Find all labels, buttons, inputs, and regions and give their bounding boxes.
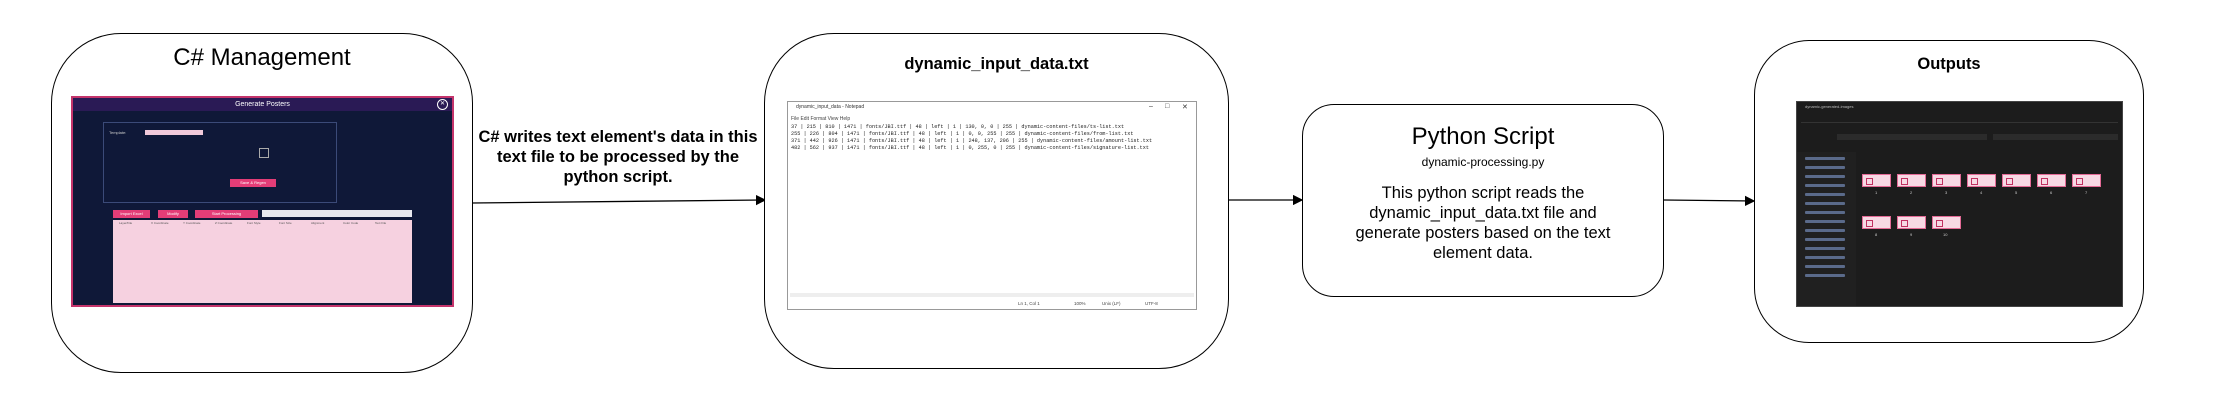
python-filename: dynamic-processing.py: [1421, 155, 1545, 169]
sidebar-item[interactable]: [1805, 274, 1845, 277]
sidebar-item[interactable]: [1805, 166, 1845, 169]
outputs-title: Outputs: [1917, 55, 1981, 73]
thumbnail-label: 10: [1943, 232, 1948, 237]
explorer-title: dynamic-generated-images: [1805, 104, 1854, 109]
image-thumbnail[interactable]: [1932, 174, 1961, 187]
text-line: 255 | 226 | 804 | 1471 | fonts/JBI.ttf |…: [791, 131, 1134, 137]
save-regen-button[interactable]: Save & Regen: [230, 179, 276, 187]
explorer-toolbar[interactable]: [1801, 116, 2118, 123]
image-thumbnail[interactable]: [1967, 174, 1996, 187]
edge-label: C# writes text element's data in this te…: [478, 128, 758, 186]
cs-management-title: C# Management: [173, 44, 351, 71]
grid-header: Alignment: [311, 221, 325, 225]
start-processing-button[interactable]: Start Processing: [195, 210, 258, 218]
grid-header: Font Style: [247, 221, 261, 225]
thumbnail-label: 2: [1910, 190, 1913, 195]
import-excel-button[interactable]: Import Excel: [113, 210, 150, 218]
python-script-box: Python Script dynamic-processing.py This…: [1302, 104, 1664, 297]
sidebar-item[interactable]: [1805, 220, 1845, 223]
cs-window-titlebar: Generate Posters: [73, 98, 452, 111]
grid-header: Y Coordinate: [183, 221, 201, 225]
path-input[interactable]: [262, 210, 412, 217]
horizontal-scrollbar[interactable]: [790, 293, 1194, 297]
explorer-window: dynamic-generated-images 1 2 3 4 5 6 7 8…: [1796, 101, 2123, 307]
text-line: 371 | 442 | 926 | 1471 | fonts/JBI.ttf |…: [791, 138, 1153, 144]
thumbnail-label: 6: [2050, 190, 2053, 195]
address-bar[interactable]: [1837, 134, 1987, 140]
modify-button[interactable]: Modify: [158, 210, 188, 218]
notepad-title: dynamic_input_data - Notepad: [796, 104, 865, 110]
image-thumbnail[interactable]: [1932, 216, 1961, 229]
status-zoom: 100%: [1074, 301, 1086, 306]
sidebar-item[interactable]: [1805, 247, 1845, 250]
sidebar-item[interactable]: [1805, 184, 1845, 187]
status-line-ending: Unix (LF): [1102, 301, 1121, 306]
sidebar-item[interactable]: [1805, 175, 1845, 178]
grid-header: Color Code: [343, 221, 359, 225]
image-thumbnail[interactable]: [1862, 216, 1891, 229]
sidebar-item[interactable]: [1805, 193, 1845, 196]
sidebar-item[interactable]: [1805, 157, 1845, 160]
notepad-menubar[interactable]: File Edit Format View Help: [791, 116, 851, 122]
close-icon[interactable]: ✕: [1182, 104, 1188, 111]
sidebar-item[interactable]: [1805, 265, 1845, 268]
thumbnail-label: 5: [2015, 190, 2018, 195]
text-line: 482 | 562 | 937 | 1471 | fonts/JBI.ttf |…: [791, 145, 1149, 151]
text-line: 37 | 215 | 810 | 1471 | fonts/JBI.ttf | …: [791, 124, 1125, 130]
image-icon[interactable]: [259, 148, 269, 158]
template-label: Template:: [109, 130, 127, 135]
close-icon[interactable]: ✕: [437, 99, 448, 110]
sidebar-item[interactable]: [1805, 202, 1845, 205]
thumbnail-label: 1: [1875, 190, 1878, 195]
grid-header: Text File: [375, 221, 387, 225]
python-title: Python Script: [1411, 123, 1555, 150]
notepad-window: dynamic_input_data - Notepad – □ ✕ File …: [787, 101, 1197, 310]
sidebar-item[interactable]: [1805, 211, 1845, 214]
grid-header: Z Coordinate: [215, 221, 233, 225]
arrow-python-to-outputs: [1663, 195, 1756, 207]
image-preview-panel: [103, 122, 337, 203]
cs-app-window: Generate Posters ✕ Template: Save & Rege…: [71, 96, 454, 307]
thumbnail-label: 8: [1875, 232, 1878, 237]
template-field[interactable]: [145, 130, 203, 135]
image-thumbnail[interactable]: [1897, 216, 1926, 229]
maximize-icon[interactable]: □: [1165, 103, 1170, 110]
sidebar-item[interactable]: [1805, 238, 1845, 241]
grid-header: Layer/File: [119, 221, 133, 225]
minimize-icon[interactable]: –: [1149, 103, 1153, 110]
status-encoding: UTF-8: [1145, 301, 1158, 306]
sidebar-item[interactable]: [1805, 229, 1845, 232]
txt-file-title: dynamic_input_data.txt: [904, 55, 1089, 73]
arrow-cs-to-txt: [471, 194, 767, 206]
image-thumbnail[interactable]: [2072, 174, 2101, 187]
python-description: This python script reads the dynamic_inp…: [1355, 184, 1611, 262]
explorer-sidebar[interactable]: [1797, 152, 1856, 306]
status-cursor: Ln 1, Col 1: [1018, 301, 1040, 306]
thumbnail-label: 3: [1945, 190, 1948, 195]
data-grid[interactable]: Layer/File X Coordinate Y Coordinate Z C…: [113, 220, 412, 303]
image-thumbnail[interactable]: [2002, 174, 2031, 187]
thumbnail-label: 7: [2085, 190, 2088, 195]
sidebar-item[interactable]: [1805, 256, 1845, 259]
thumbnail-label: 9: [1910, 232, 1913, 237]
search-input[interactable]: [1993, 134, 2118, 140]
grid-header: Font Size: [279, 221, 292, 225]
thumbnail-label: 4: [1980, 190, 1983, 195]
grid-header: X Coordinate: [151, 221, 169, 225]
image-thumbnail[interactable]: [1862, 174, 1891, 187]
image-thumbnail[interactable]: [2037, 174, 2066, 187]
image-thumbnail[interactable]: [1897, 174, 1926, 187]
